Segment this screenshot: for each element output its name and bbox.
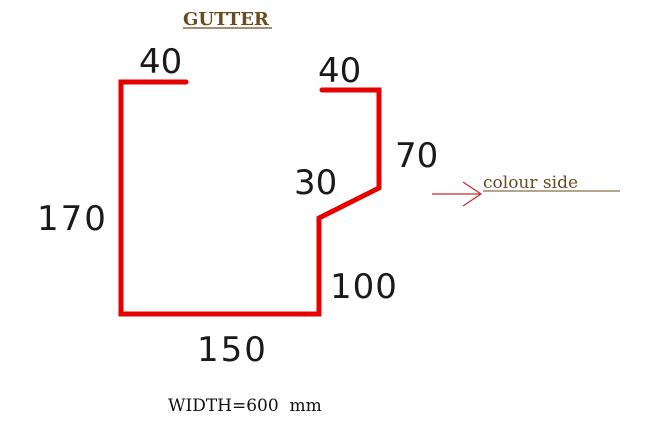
dim-slope: 30 bbox=[294, 163, 337, 203]
dim-right-vertical: 70 bbox=[395, 136, 438, 176]
dim-top-left: 40 bbox=[139, 42, 182, 82]
colour-side-label: colour side bbox=[483, 173, 578, 193]
dim-bottom: 150 bbox=[197, 330, 268, 370]
dim-top-right: 40 bbox=[318, 51, 361, 91]
diagram-title: GUTTER bbox=[183, 9, 270, 30]
width-caption: WIDTH=600 mm bbox=[168, 396, 322, 416]
arrow-right-icon bbox=[432, 181, 483, 207]
dim-left-vertical: 170 bbox=[37, 199, 108, 239]
dim-inner-vertical: 100 bbox=[330, 267, 398, 307]
gutter-profile-line bbox=[118, 79, 382, 317]
